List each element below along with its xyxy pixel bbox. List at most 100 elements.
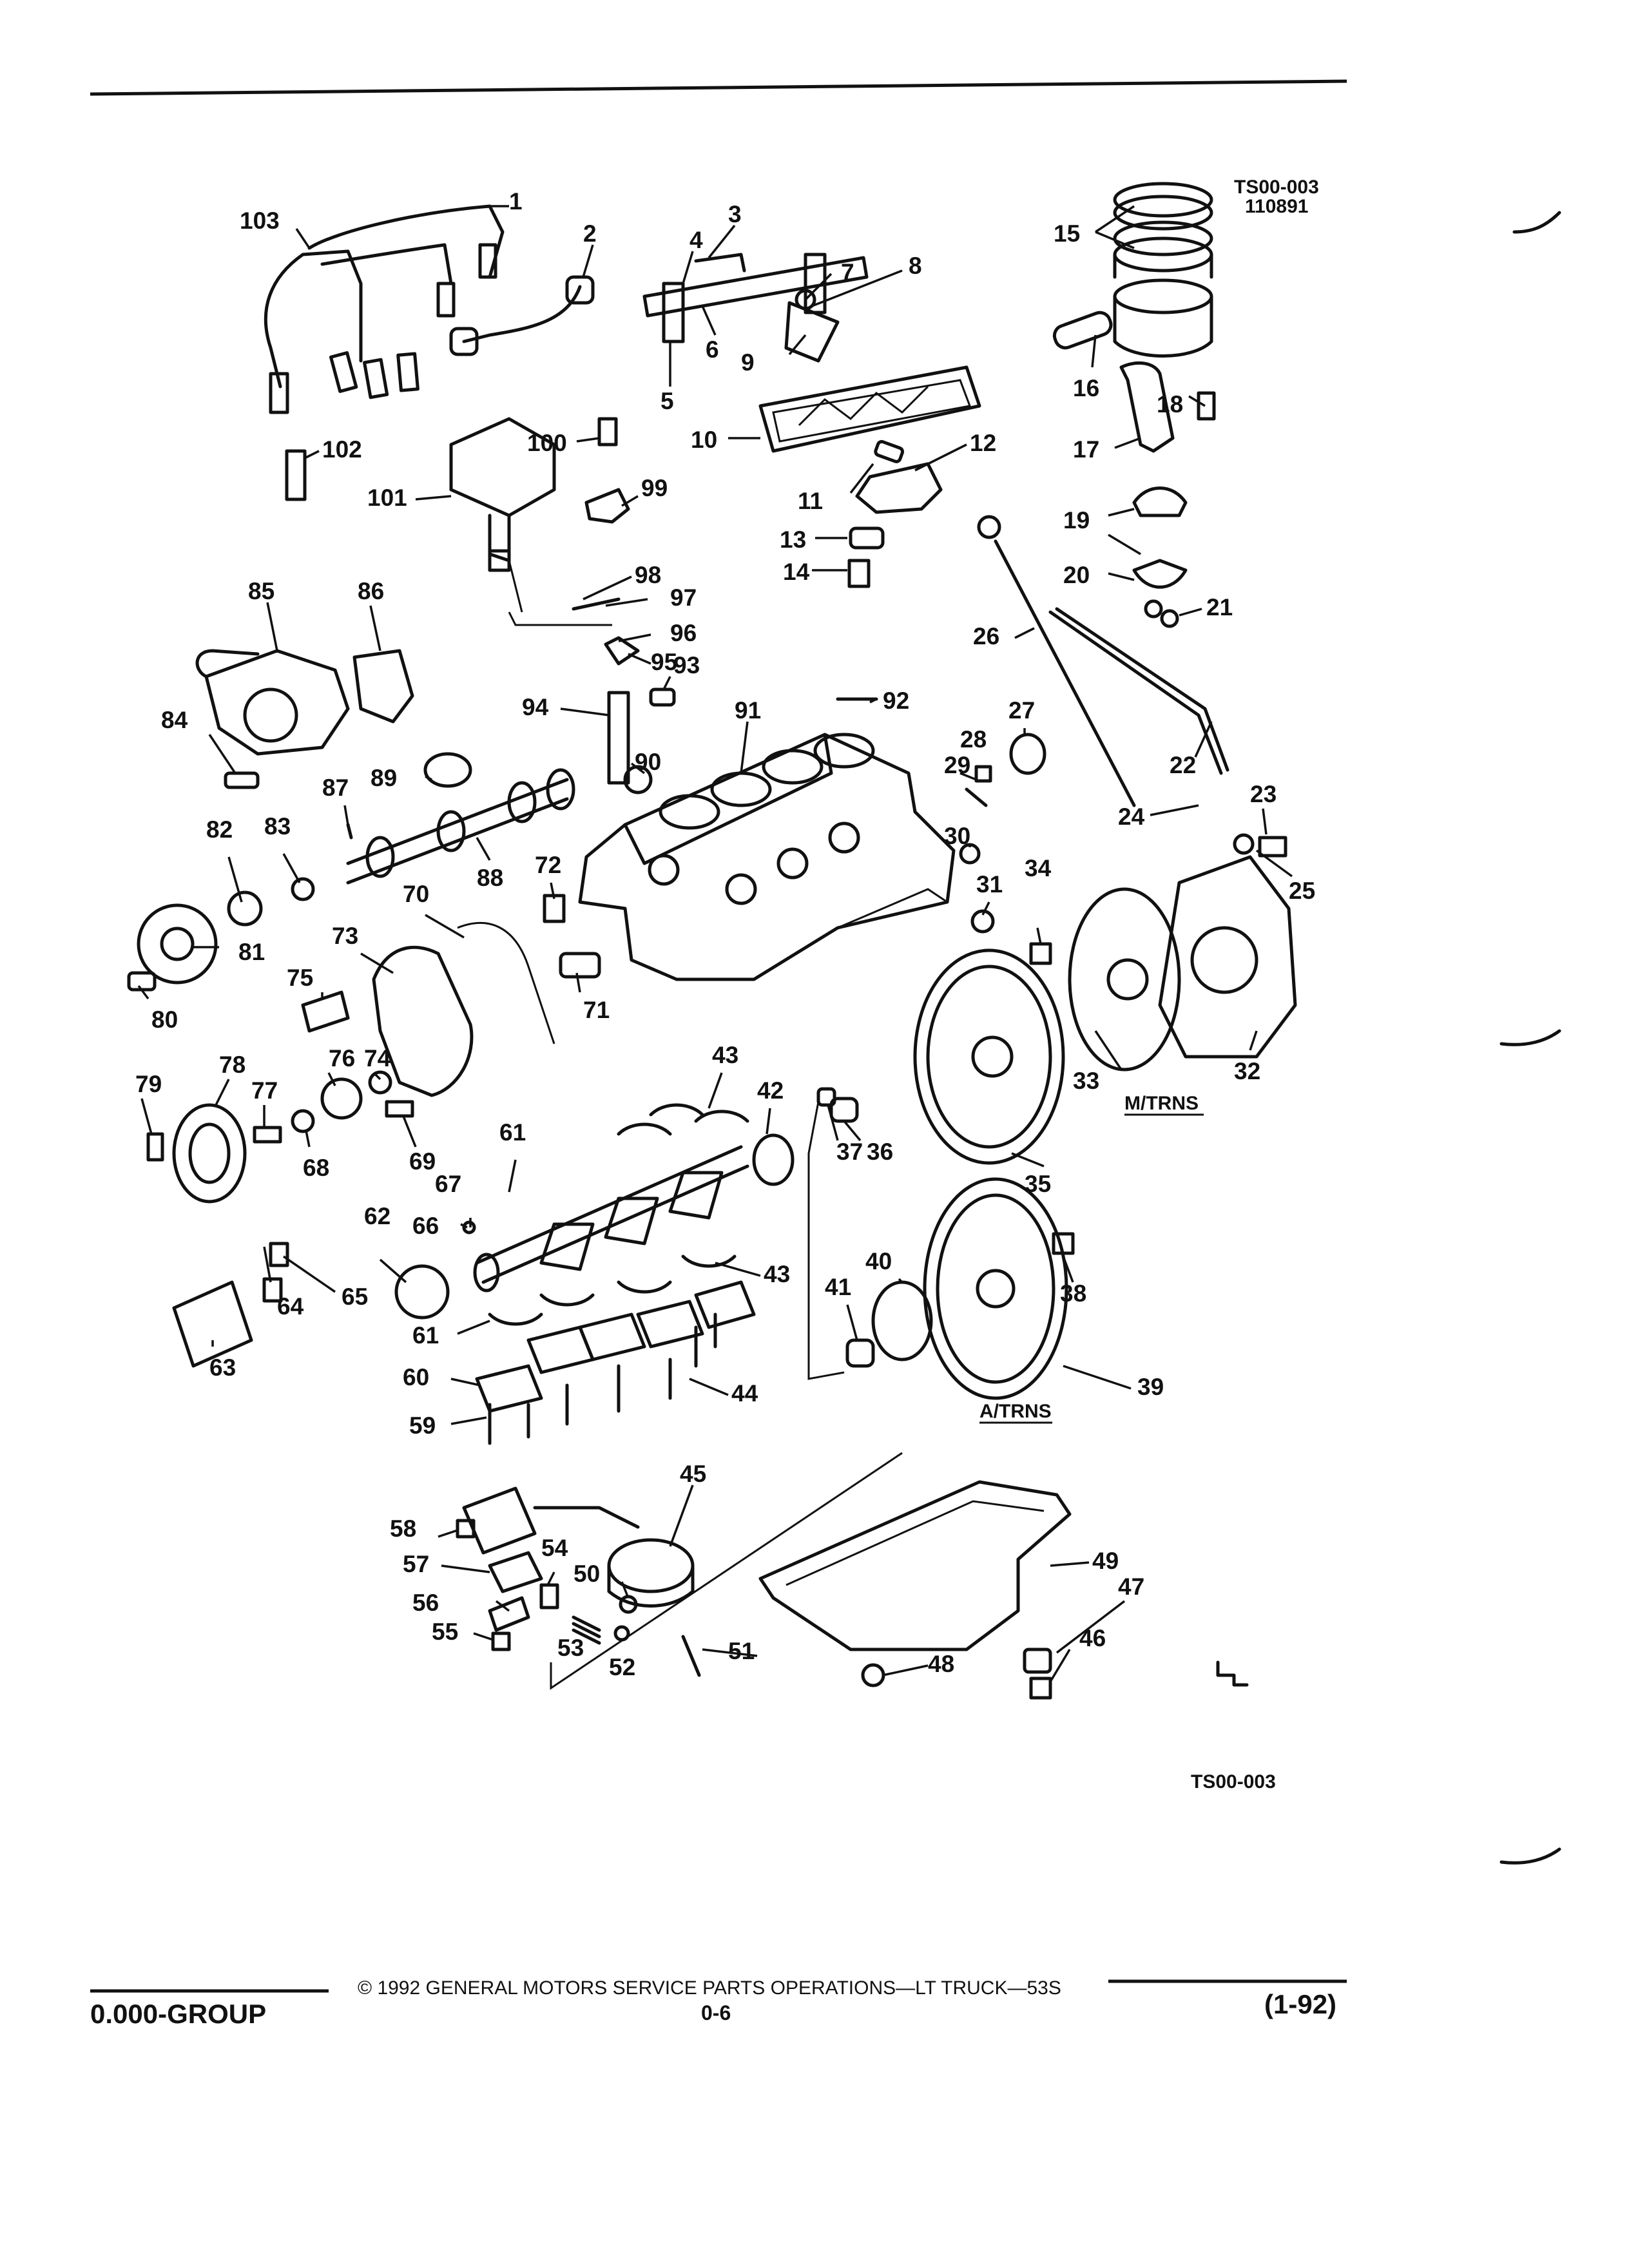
clutch-disc-hub — [1106, 958, 1149, 1001]
plug-72 — [543, 894, 566, 923]
plug-93 — [649, 687, 676, 707]
callout-48: 48 — [928, 1651, 954, 1677]
callout-36: 36 — [867, 1139, 893, 1165]
coil-wire-boot — [565, 275, 595, 305]
callout-31: 31 — [976, 871, 1003, 898]
main-cap-bolts — [488, 1312, 717, 1445]
callout-63: 63 — [209, 1354, 236, 1381]
callout-50: 50 — [574, 1561, 600, 1587]
callout-49: 49 — [1092, 1548, 1119, 1574]
rod-bolt — [1197, 391, 1216, 421]
washer-82 — [227, 890, 263, 927]
main-bearing-caps — [475, 1280, 756, 1413]
binding-mark-top — [1512, 211, 1561, 234]
flexplate-hub — [976, 1269, 1016, 1309]
bracket-line-36-41 — [807, 1101, 845, 1380]
key-87 — [346, 823, 353, 840]
callout-83: 83 — [264, 813, 291, 840]
callout-85: 85 — [248, 578, 275, 604]
callout-8: 8 — [909, 253, 922, 279]
oil-pan — [758, 1480, 1072, 1651]
callout-73: 73 — [332, 923, 358, 949]
callout-67: 67 — [435, 1171, 461, 1197]
bolt-38 — [1052, 1232, 1075, 1255]
bearing-89 — [423, 752, 472, 788]
coil-wire — [462, 285, 582, 343]
hub-76 — [320, 1077, 363, 1120]
cover-56 — [488, 1596, 530, 1632]
clamp-97 — [572, 597, 621, 611]
callout-43a: 43 — [712, 1042, 738, 1068]
binding-mark-middle — [1499, 1029, 1561, 1046]
callout-numbers: 1 2 3 4 5 6 7 8 9 10 11 12 13 14 15 16 1… — [135, 188, 1315, 1680]
camshaft — [346, 768, 575, 885]
coil-wire-end — [449, 327, 479, 356]
callout-18: 18 — [1157, 391, 1183, 418]
washer-23 — [1233, 833, 1255, 855]
callout-86: 86 — [358, 578, 384, 604]
callout-80: 80 — [151, 1006, 178, 1033]
callout-95: 95 — [651, 649, 677, 675]
callout-46: 46 — [1079, 1625, 1106, 1651]
front-cover — [372, 945, 474, 1097]
callout-20: 20 — [1063, 562, 1090, 588]
front-cover-gasket — [457, 922, 555, 1044]
oil-pump-driveshaft — [607, 691, 630, 785]
callout-84: 84 — [161, 707, 188, 733]
spacer-40 — [871, 1280, 933, 1361]
callout-24: 24 — [1118, 803, 1145, 830]
gear-95 — [604, 636, 640, 666]
callout-66: 66 — [412, 1213, 439, 1239]
plug-29 — [965, 787, 988, 807]
callout-3: 3 — [728, 201, 742, 227]
callout-42: 42 — [757, 1077, 784, 1104]
pressure-plate — [1158, 855, 1297, 1059]
bolt-80 — [127, 971, 157, 992]
key-67 — [462, 1220, 476, 1235]
flexplate — [923, 1177, 1068, 1400]
main-bearing-shells — [488, 1103, 749, 1326]
callout-93: 93 — [673, 652, 700, 678]
clutch-disc — [1068, 887, 1181, 1072]
callout-77: 77 — [251, 1077, 278, 1104]
callout-62: 62 — [364, 1203, 390, 1229]
callout-96: 96 — [670, 620, 697, 646]
bolt-55 — [491, 1631, 511, 1651]
plug-27 — [1009, 733, 1046, 775]
bolt-48 — [861, 1663, 885, 1687]
callout-58: 58 — [390, 1515, 416, 1542]
callout-32: 32 — [1234, 1058, 1260, 1084]
callout-34: 34 — [1025, 855, 1052, 881]
callout-33: 33 — [1073, 1068, 1099, 1094]
bolt-77 — [253, 1126, 282, 1144]
callout-54: 54 — [541, 1535, 568, 1561]
callout-87: 87 — [322, 774, 349, 801]
engine-block — [578, 733, 956, 981]
bolt-79 — [146, 1132, 164, 1162]
rocker-shaft-assembly — [642, 253, 869, 363]
callout-68: 68 — [303, 1155, 329, 1181]
plug-28 — [974, 765, 992, 783]
date-code: 110891 — [1245, 196, 1308, 217]
callout-101: 101 — [367, 485, 407, 511]
spark-plug-wire-set — [264, 204, 505, 414]
callout-56: 56 — [412, 1590, 439, 1616]
callout-7: 7 — [841, 259, 854, 285]
callout-59: 59 — [409, 1412, 436, 1439]
callout-14: 14 — [783, 559, 810, 585]
callout-76: 76 — [329, 1045, 355, 1072]
callout-64: 64 — [277, 1293, 304, 1320]
callout-6: 6 — [706, 336, 719, 363]
callout-35: 35 — [1025, 1171, 1051, 1197]
callout-79: 79 — [135, 1071, 162, 1097]
callout-52: 52 — [609, 1654, 635, 1680]
valve-54 — [539, 1583, 559, 1610]
bolt-100 — [597, 417, 618, 447]
callout-97: 97 — [670, 584, 697, 611]
rocker-cover — [758, 365, 981, 453]
oil-filter — [172, 1280, 253, 1368]
callout-69: 69 — [409, 1148, 436, 1175]
footer-group: 0.000-GROUP — [90, 1999, 266, 2029]
callout-25: 25 — [1289, 878, 1315, 904]
